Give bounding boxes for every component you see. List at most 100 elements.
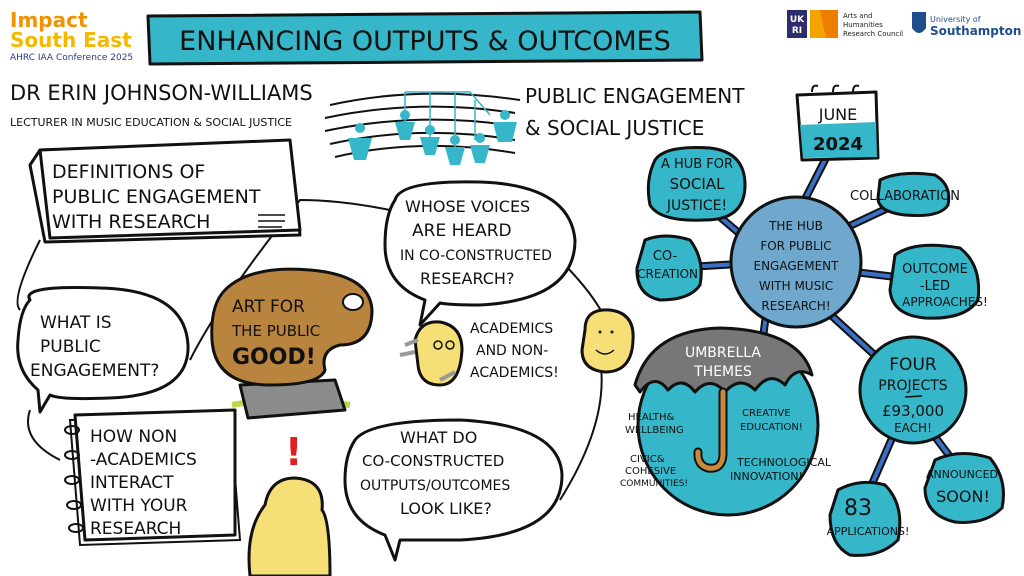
topic-line: PUBLIC ENGAGEMENT — [525, 84, 745, 108]
node-four-projects: FOUR PROJECTS £93,000 EACH! — [858, 335, 968, 445]
theme-text: HEALTH& — [628, 412, 675, 423]
speaker-name: DR ERIN JOHNSON-WILLIAMS — [10, 81, 313, 105]
art-text: THE PUBLIC — [231, 322, 320, 340]
definitions-line: PUBLIC ENGAGEMENT — [52, 186, 261, 208]
definitions-line: WITH RESEARCH — [52, 211, 210, 233]
hub-text: RESEARCH! — [761, 299, 830, 313]
speech-bubble-what-is: WHAT IS PUBLIC ENGAGEMENT? — [16, 286, 190, 414]
node-text: SOON! — [936, 487, 990, 506]
speech-bubble-what-do: WHAT DO CO-CONSTRUCTED OUTPUTS/OUTCOMES … — [343, 418, 564, 562]
node-text: FOUR — [889, 355, 937, 375]
node-text: SOCIAL — [670, 175, 725, 193]
node-text: APPROACHES! — [902, 295, 988, 309]
art-text: ART FOR — [232, 297, 305, 317]
art-text: GOOD! — [232, 345, 316, 370]
topic-line: & SOCIAL JUSTICE — [525, 116, 704, 140]
node-text: JUSTICE! — [666, 198, 727, 214]
academic-face-icon — [399, 320, 464, 387]
thinking-person-icon: ! — [247, 430, 332, 576]
node-announced-soon: ANNOUNCED SOON! — [923, 452, 1005, 524]
page-title: ENHANCING OUTPUTS & OUTCOMES — [179, 26, 671, 57]
spiral-binding-icon — [64, 425, 84, 533]
node-text: COLLABORATION — [850, 189, 960, 204]
notebook: HOW NON -ACADEMICS INTERACT WITH YOUR RE… — [64, 408, 242, 547]
date-calendar: JUNE 2024 — [795, 84, 880, 162]
non-academic-face-icon — [580, 308, 635, 374]
node-umbrella-themes: UMBRELLA THEMES HEALTH& WELLBEING CREATI… — [620, 326, 832, 517]
applications-count: 83 — [844, 496, 872, 521]
theme-text: COMMUNITIES! — [620, 479, 688, 489]
notebook-line: RESEARCH — [90, 519, 181, 539]
node-text: -LED — [920, 279, 950, 294]
bubble-text: WHAT IS — [40, 313, 112, 333]
node-outcome-led: OUTCOME -LED APPROACHES! — [888, 243, 988, 320]
hub-center-node: THE HUB FOR PUBLIC ENGAGEMENT WITH MUSIC… — [729, 195, 863, 329]
theme-text: COHESIVE — [625, 466, 676, 477]
ukri-ahrc-logo: UK RI Arts and Humanities Research Counc… — [787, 10, 903, 38]
exclamation-mark: ! — [285, 430, 302, 474]
title-banner: ENHANCING OUTPUTS & OUTCOMES — [146, 10, 704, 66]
dancing-figures-icon — [348, 110, 517, 165]
theme-text: INNOVATION! — [730, 470, 803, 483]
ahrc-text: Research Council — [843, 30, 903, 38]
plinth-icon — [238, 378, 347, 420]
ukri-text: UK — [790, 15, 805, 25]
hub-text: WITH MUSIC — [759, 279, 833, 293]
uni-text: Southampton — [930, 24, 1021, 38]
calendar-rings-icon — [811, 84, 860, 93]
notebook-line: INTERACT — [90, 473, 174, 493]
umbrella-title: THEMES — [693, 364, 752, 380]
academics-text: ACADEMICS! — [470, 365, 559, 381]
node-text: EACH! — [894, 421, 932, 435]
ahrc-text: Arts and — [843, 12, 872, 20]
bubble-text: RESEARCH? — [420, 269, 514, 288]
bubble-text: ENGAGEMENT? — [30, 361, 159, 381]
academics-text: AND NON- — [476, 343, 548, 359]
bubble-text: WHOSE VOICES — [405, 197, 530, 216]
hub-text: ENGAGEMENT — [754, 259, 840, 273]
notebook-line: -ACADEMICS — [90, 450, 197, 470]
theme-text: EDUCATION! — [740, 422, 803, 433]
umbrella-title: UMBRELLA — [685, 345, 761, 361]
uni-text: University of — [930, 15, 981, 24]
bubble-text: WHAT DO — [400, 428, 477, 447]
speaker-role: LECTURER IN MUSIC EDUCATION & SOCIAL JUS… — [10, 116, 292, 129]
logo-line1: Impact — [10, 8, 88, 32]
academics-text: ACADEMICS — [470, 321, 553, 337]
university-of-southampton-logo: University of Southampton — [912, 12, 1021, 38]
node-text: PROJECTS — [878, 378, 947, 394]
speech-bubble-whose-voices: WHOSE VOICES ARE HEARD IN CO-CONSTRUCTED… — [383, 180, 577, 327]
ahrc-text: Humanities — [843, 21, 883, 29]
node-text: A HUB FOR — [661, 157, 733, 172]
node-text: CO- — [653, 249, 678, 264]
node-social-justice: A HUB FOR SOCIAL JUSTICE! — [646, 146, 747, 222]
bubble-text: ARE HEARD — [412, 221, 512, 241]
bubble-text: LOOK LIKE? — [400, 499, 492, 518]
ukri-text: RI — [792, 26, 802, 36]
theme-text: TECHNOLOGICAL — [736, 456, 832, 469]
notebook-line: WITH YOUR — [90, 496, 188, 516]
node-co-creation: CO- CREATION! — [635, 234, 703, 302]
bubble-text: PUBLIC — [40, 337, 101, 357]
art-palette: ART FOR THE PUBLIC GOOD! — [210, 267, 374, 420]
node-text: £93,000 — [882, 402, 944, 420]
logo-line3: AHRC IAA Conference 2025 — [10, 53, 133, 63]
hub-text: THE HUB — [768, 219, 823, 233]
node-text: APPLICATIONS! — [827, 525, 910, 538]
bubble-text: OUTPUTS/OUTCOMES — [360, 478, 510, 494]
node-text: ANNOUNCED — [926, 468, 998, 481]
date-month: JUNE — [818, 105, 858, 124]
hub-text: FOR PUBLIC — [760, 239, 831, 253]
shield-icon — [912, 12, 926, 33]
bubble-text: IN CO-CONSTRUCTED — [400, 248, 552, 264]
umbrella-icon — [633, 326, 814, 394]
definitions-line: DEFINITIONS OF — [52, 161, 205, 183]
node-collaboration: COLLABORATION — [850, 171, 960, 217]
logo-line2: South East — [10, 28, 132, 52]
node-text: CREATION! — [637, 267, 703, 281]
date-year: 2024 — [813, 134, 863, 155]
theme-text: CIVIC& — [630, 454, 665, 465]
node-applications: 83 APPLICATIONS! — [827, 480, 910, 557]
theme-text: WELLBEING — [625, 425, 684, 436]
